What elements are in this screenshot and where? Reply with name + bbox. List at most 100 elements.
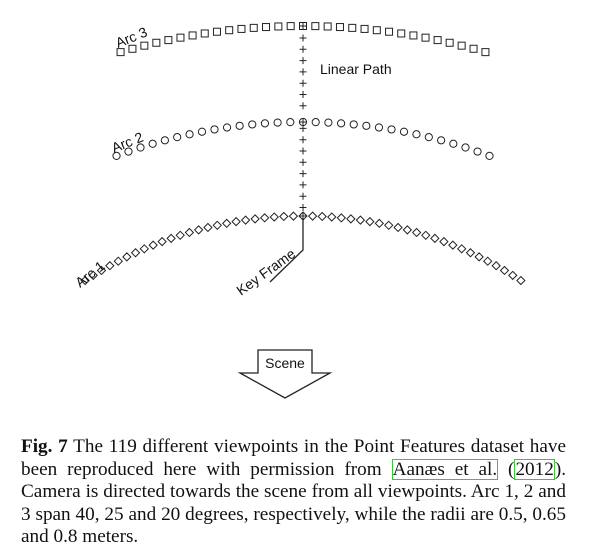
arc1-viewpoint (193, 225, 204, 235)
arc1-viewpoint (212, 220, 222, 231)
viewpoints-figure: Arc 3 Arc 2 Arc 1 Linear Path Key Frame … (72, 22, 526, 399)
arc1-viewpoint (240, 215, 251, 225)
arc3-viewpoint (433, 36, 442, 45)
arc1-viewpoint (307, 211, 318, 221)
citation-link-year[interactable]: 2012 (514, 458, 555, 480)
arc3-viewpoint (348, 23, 357, 32)
arc2-viewpoint (374, 123, 384, 132)
linear-path-viewpoint (299, 45, 307, 53)
linear-path-viewpoint (299, 102, 307, 110)
arc2-viewpoint (412, 130, 421, 139)
arc1-viewpoint (184, 227, 195, 238)
arc2-viewpoint (399, 127, 409, 136)
arc3-viewpoint (360, 24, 369, 33)
arc1-viewpoint (456, 244, 467, 254)
linear-path-viewpoint (299, 79, 307, 87)
arc3-viewpoint (335, 23, 344, 32)
arc3-viewpoint (445, 38, 454, 47)
arc3-viewpoint (481, 48, 490, 57)
arc2-viewpoint (424, 133, 433, 142)
arc2-viewpoint (197, 127, 207, 136)
arc1-viewpoint (88, 270, 98, 281)
linear-path-viewpoint (299, 147, 307, 155)
arc3-viewpoint (128, 44, 137, 53)
linear-path-viewpoint (299, 124, 307, 132)
arc1-viewpoint (336, 213, 347, 223)
arc1-viewpoint (516, 275, 526, 286)
arc3-viewpoint (323, 22, 332, 31)
arc2-viewpoint (273, 118, 282, 127)
arc2-viewpoint (336, 119, 346, 128)
arc3-viewpoint (200, 29, 209, 38)
arc2-viewpoint (260, 119, 270, 128)
arc1-viewpoint (80, 275, 90, 286)
arc1-viewpoint (327, 212, 337, 222)
arc2-viewpoint (362, 121, 371, 130)
citation-link-authors[interactable]: Aanæs et al. (391, 458, 499, 480)
linear-path-viewpoint (299, 136, 307, 144)
arc3-viewpoint (237, 24, 246, 33)
arc1-viewpoint (250, 214, 260, 224)
arc1-viewpoint (279, 211, 289, 222)
arc1-viewpoint (269, 212, 279, 222)
arc2-viewpoint (349, 120, 358, 129)
arc3-viewpoint (225, 26, 234, 35)
arc2-viewpoint (473, 147, 482, 156)
arc2-viewpoint (324, 118, 333, 127)
key-frame-leader (269, 218, 304, 283)
arc1-viewpoint (175, 230, 185, 241)
arc1-viewpoint (355, 215, 366, 225)
arc1-viewpoint (465, 248, 476, 258)
arc1-viewpoint (508, 270, 518, 281)
arc1-viewpoint (374, 218, 385, 229)
scene-label: Scene (265, 355, 305, 371)
arc1-viewpoint (113, 256, 124, 266)
arc1-viewpoint (448, 240, 458, 250)
arc2-viewpoint (222, 123, 232, 132)
arc3-viewpoint (212, 27, 221, 36)
arc2-viewpoint (449, 139, 458, 148)
arc2-viewpoint (160, 136, 169, 145)
arc2-viewpoint (286, 118, 295, 127)
arc3-viewpoint (409, 31, 418, 40)
caption-text-2: . Camera is directed towards the scene f… (21, 458, 566, 548)
arc2-viewpoint (148, 139, 157, 148)
arc2-viewpoint (461, 143, 470, 152)
viewpoint-markers (80, 22, 526, 286)
arc1-viewpoint (122, 252, 132, 262)
arc1-viewpoint (346, 214, 356, 224)
arc1-viewpoint (402, 225, 413, 235)
arc2-viewpoint (248, 120, 257, 129)
arc3-viewpoint (176, 33, 185, 42)
arc2-viewpoint (124, 147, 133, 156)
arc3-viewpoint (385, 27, 394, 36)
figure-caption: Fig. 7 The 119 different viewpoints in t… (21, 436, 566, 548)
arc2-viewpoint (173, 133, 182, 142)
arc1-viewpoint (430, 233, 440, 244)
arc1-viewpoint (482, 256, 493, 266)
arc1-viewpoint (411, 227, 422, 238)
arc3-viewpoint (188, 31, 197, 40)
arc2-viewpoint (387, 125, 396, 134)
arc3-viewpoint (457, 41, 466, 50)
arc3-viewpoint (274, 22, 283, 31)
arc1-viewpoint (221, 218, 232, 229)
arc3-viewpoint (469, 44, 478, 53)
arc1-viewpoint (105, 261, 115, 271)
linear-path-viewpoint (299, 34, 307, 42)
arc3-viewpoint (152, 38, 161, 47)
arc3-viewpoint (397, 29, 406, 38)
arc3-viewpoint (372, 26, 381, 35)
caption-text-1: The 119 different viewpoints in the Poin… (21, 436, 566, 480)
arc1-viewpoint (203, 222, 213, 233)
figure-number: Fig. 7 (21, 436, 68, 457)
arc1-viewpoint (166, 233, 176, 244)
arc1-viewpoint (317, 211, 327, 222)
linear-path-viewpoint (299, 22, 307, 30)
arc2-viewpoint (485, 151, 494, 160)
arc1-viewpoint (157, 236, 167, 247)
linear-path-viewpoint (299, 204, 307, 211)
arc3-viewpoint (249, 23, 258, 32)
arc2-viewpoint (437, 136, 446, 145)
arc1-viewpoint (139, 244, 150, 254)
